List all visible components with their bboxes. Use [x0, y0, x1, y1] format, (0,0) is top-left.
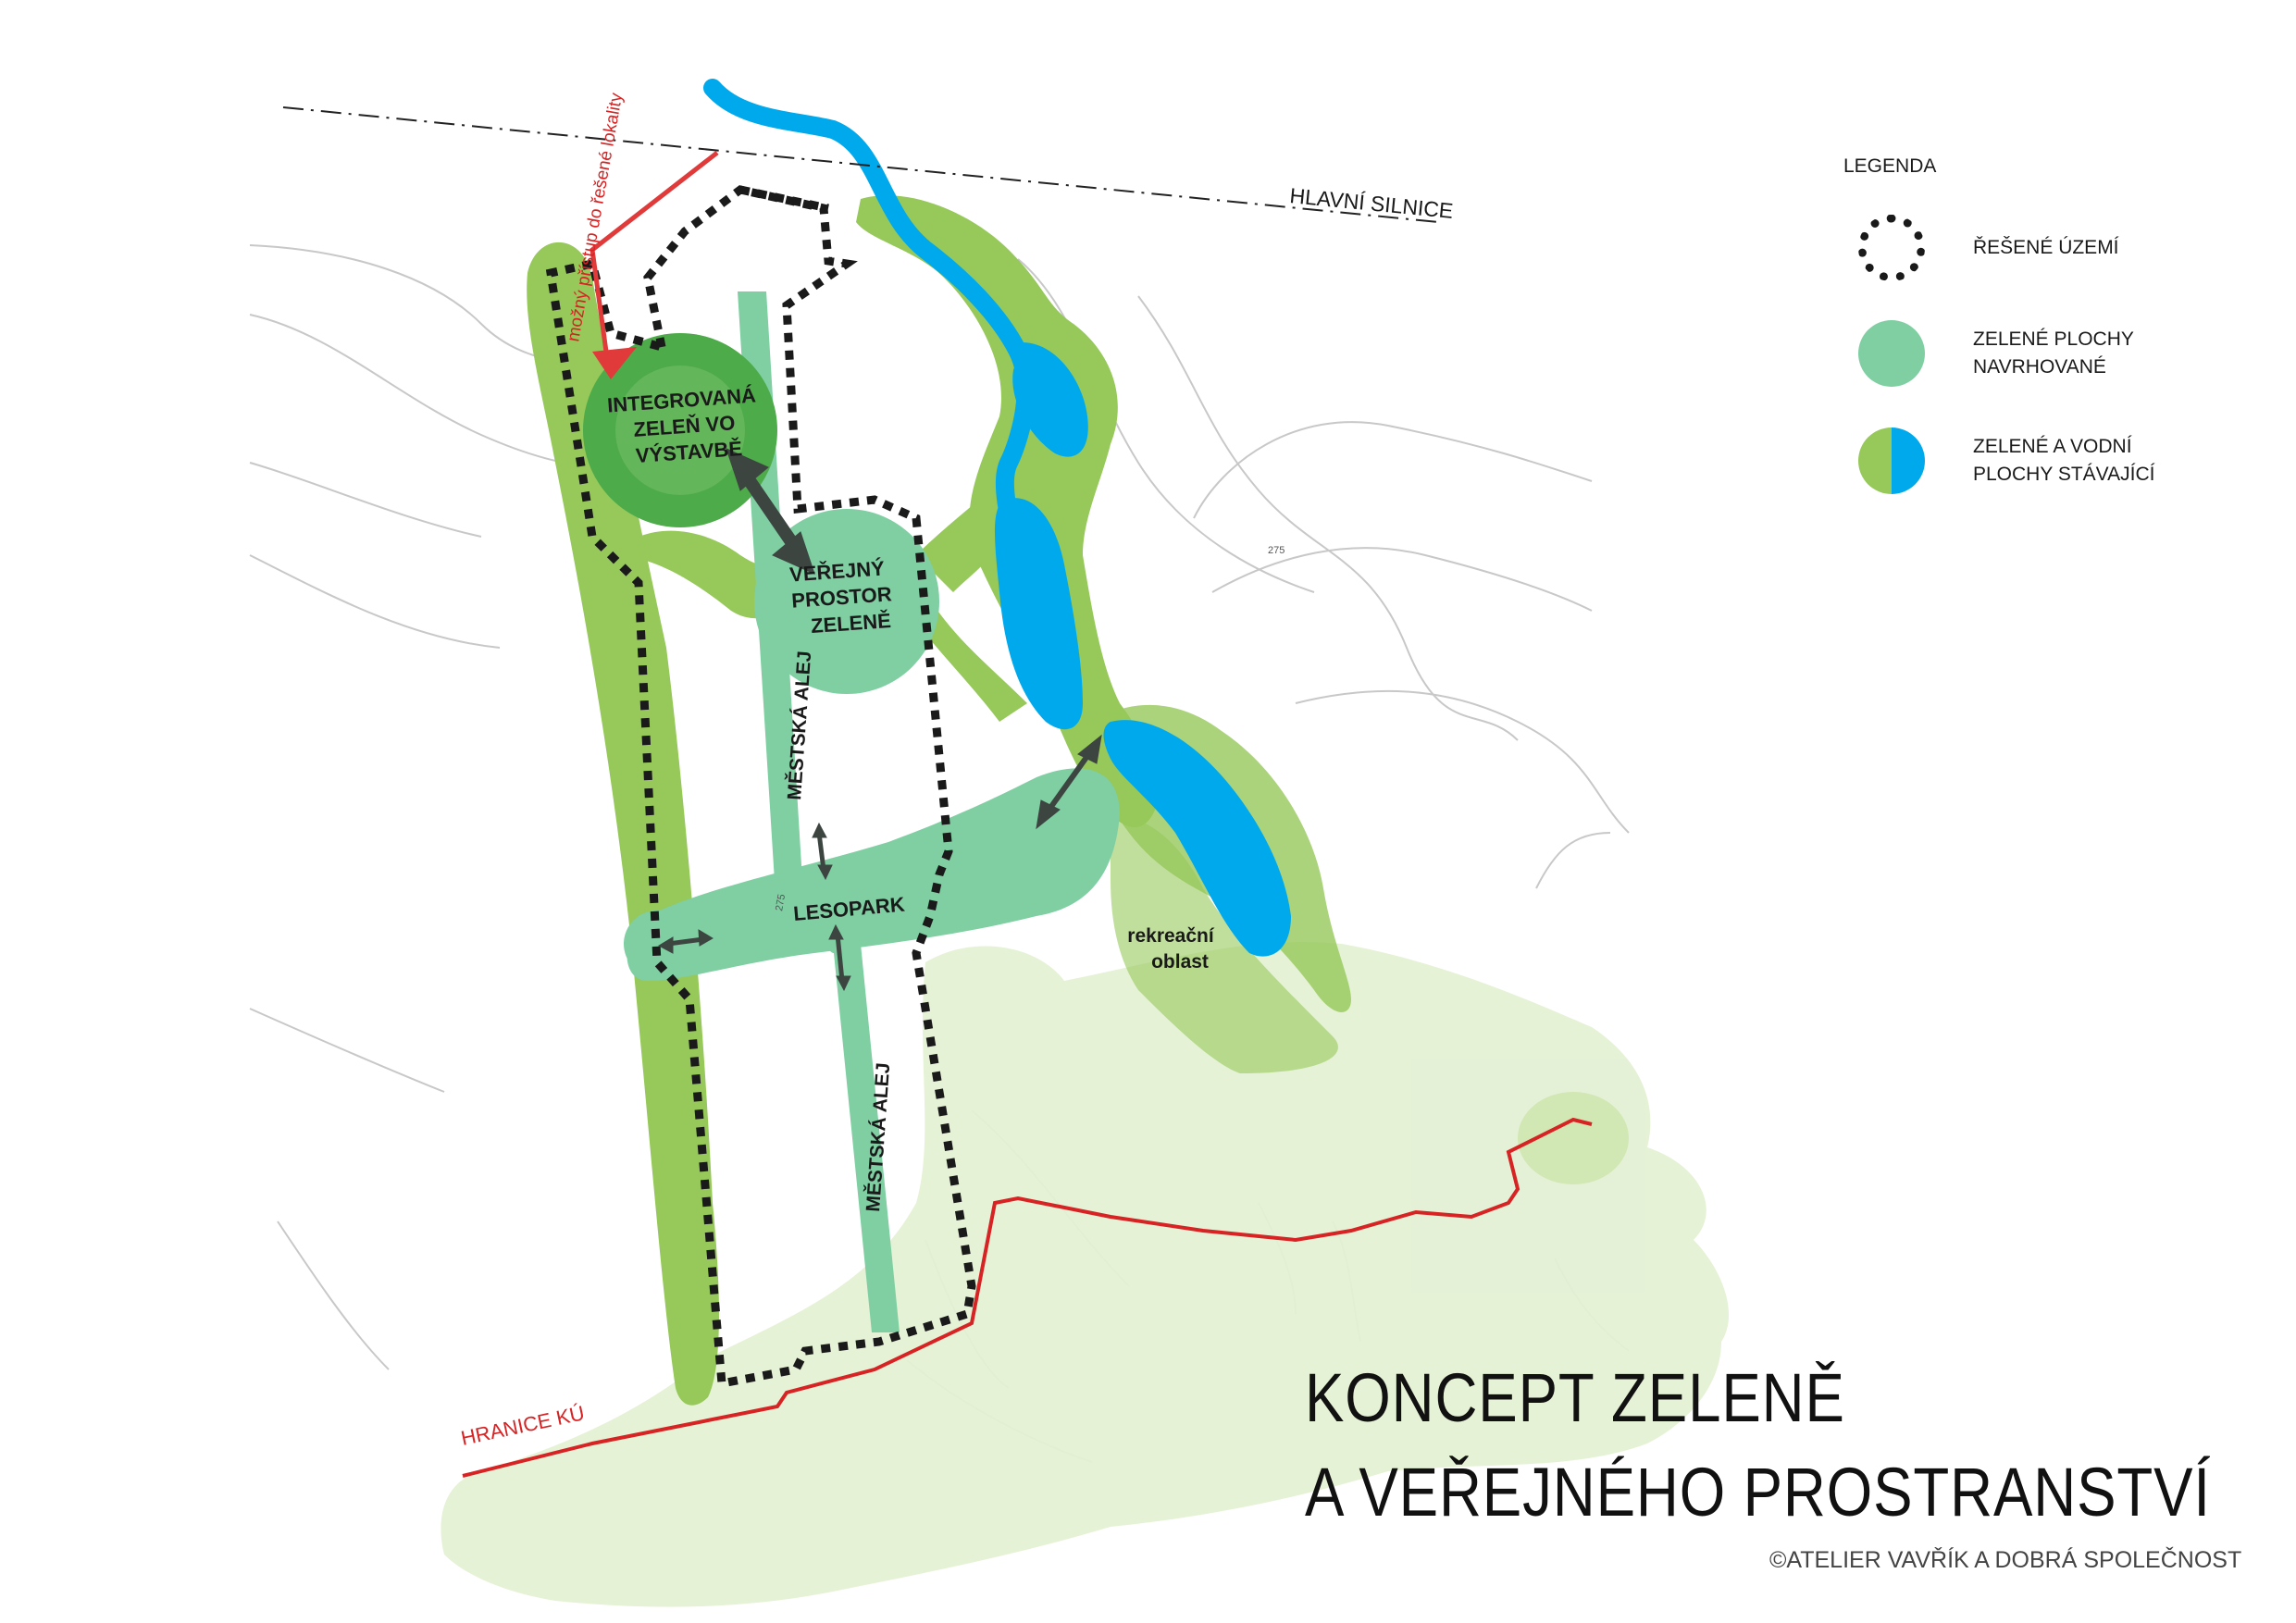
title-line-2: A VEŘEJNÉHO PROSTRANSTVÍ — [1305, 1454, 2211, 1530]
recreation-line-2: oblast — [1151, 951, 1209, 973]
cadastral-boundary — [462, 1117, 1593, 1478]
recreation-area — [1111, 814, 1338, 1073]
existing-green-light — [441, 942, 1730, 1607]
solved-area-boundary — [545, 185, 976, 1389]
public-space-line-3: ZELENĚ — [810, 609, 891, 638]
access-arrow — [590, 151, 719, 379]
recreation-label: rekreační oblast — [1127, 925, 1215, 973]
legend-item-solved-area: ŘEŠENÉ ÚZEMÍ — [1858, 215, 2195, 281]
city-alley-strip-lower — [833, 944, 900, 1332]
legend-item-proposed-green-line-2: NAVRHOVANÉ — [1973, 356, 2106, 378]
legend-title: LEGENDA — [1843, 155, 1937, 177]
legend-item-existing-line-1: ZELENÉ A VODNÍ — [1973, 436, 2132, 457]
recreation-line-1: rekreační — [1127, 925, 1215, 947]
park-connector — [916, 481, 1018, 592]
legend-item-solved-area-text: ŘEŠENÉ ÚZEMÍ — [1973, 237, 2119, 258]
proposed-green-icon — [1858, 320, 1925, 387]
main-road-line — [282, 106, 1439, 223]
legend-item-proposed-green-line-1: ZELENÉ PLOCHY — [1973, 328, 2134, 350]
integrated-green-circle — [583, 333, 777, 527]
lake-upper — [1012, 342, 1088, 457]
river — [703, 79, 1036, 564]
existing-green-water-icon — [1858, 427, 1925, 494]
dotted-outline-icon — [1858, 215, 1925, 281]
left-green-strip — [527, 242, 719, 1406]
credit: ©ATELIER VAVŘÍK A DOBRÁ SPOLEČNOST — [1769, 1547, 2242, 1573]
title-line-1: KONCEPT ZELENĚ — [1305, 1359, 1845, 1436]
lakes — [995, 342, 1291, 957]
lesopark-band — [627, 768, 1120, 981]
contour-label-275-b: 275 — [774, 893, 788, 911]
lake-lower — [1103, 720, 1291, 957]
contour-label-275-a: 275 — [1268, 545, 1285, 556]
main-road-label: HLAVNÍ SILNICE — [1289, 183, 1455, 223]
legend-item-existing: ZELENÉ A VODNÍ PLOCHY STÁVAJÍCÍ — [1858, 427, 2195, 494]
connection-arrows — [657, 448, 1102, 992]
lake-middle — [995, 498, 1083, 730]
legend-item-existing-line-2: PLOCHY STÁVAJÍCÍ — [1973, 464, 2155, 485]
legend-item-proposed-green: ZELENÉ PLOCHY NAVRHOVANÉ — [1858, 320, 2195, 387]
